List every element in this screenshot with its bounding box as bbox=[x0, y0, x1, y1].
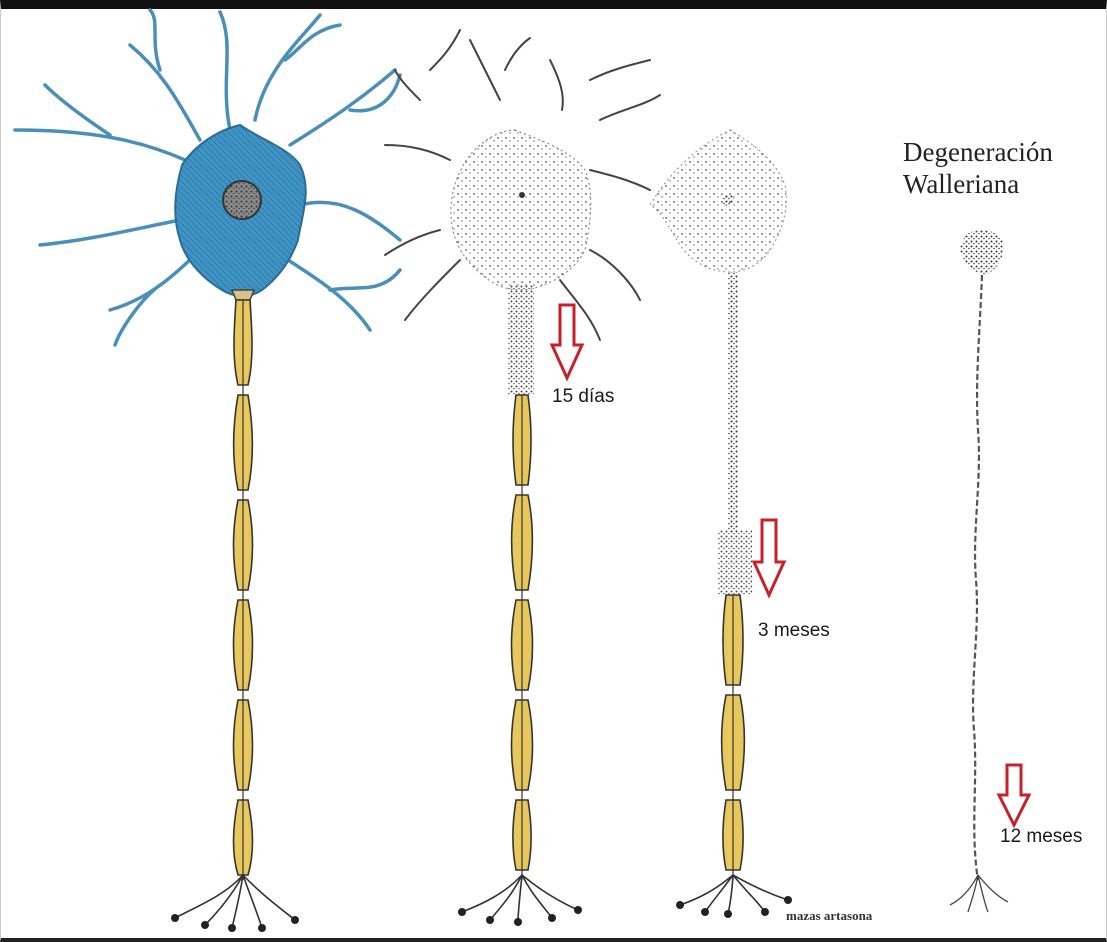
arrow-12-meses bbox=[999, 765, 1029, 825]
author-credit: mazas artasona bbox=[786, 908, 872, 924]
axon-terminals bbox=[175, 875, 295, 928]
neuron-12-meses bbox=[950, 230, 1029, 912]
degenerated-axon bbox=[973, 275, 982, 880]
diagram-title: Degeneración Walleriana bbox=[903, 136, 1053, 200]
label-15-dias: 15 días bbox=[552, 386, 614, 408]
neuron-3-meses bbox=[650, 130, 792, 918]
label-3-meses: 3 meses bbox=[758, 620, 830, 642]
title-line-1: Degeneración bbox=[903, 136, 1053, 168]
cell-body-stippled bbox=[650, 130, 786, 272]
neuron-intact bbox=[15, 10, 400, 932]
title-line-2: Walleriana bbox=[903, 168, 1053, 200]
remnant-soma bbox=[960, 230, 1004, 275]
arrow-3-meses bbox=[754, 520, 784, 595]
arrow-15-dias bbox=[552, 305, 582, 378]
neuron-15-dias bbox=[385, 30, 660, 926]
cell-body-stippled bbox=[451, 130, 591, 290]
label-12-meses: 12 meses bbox=[1000, 826, 1082, 848]
